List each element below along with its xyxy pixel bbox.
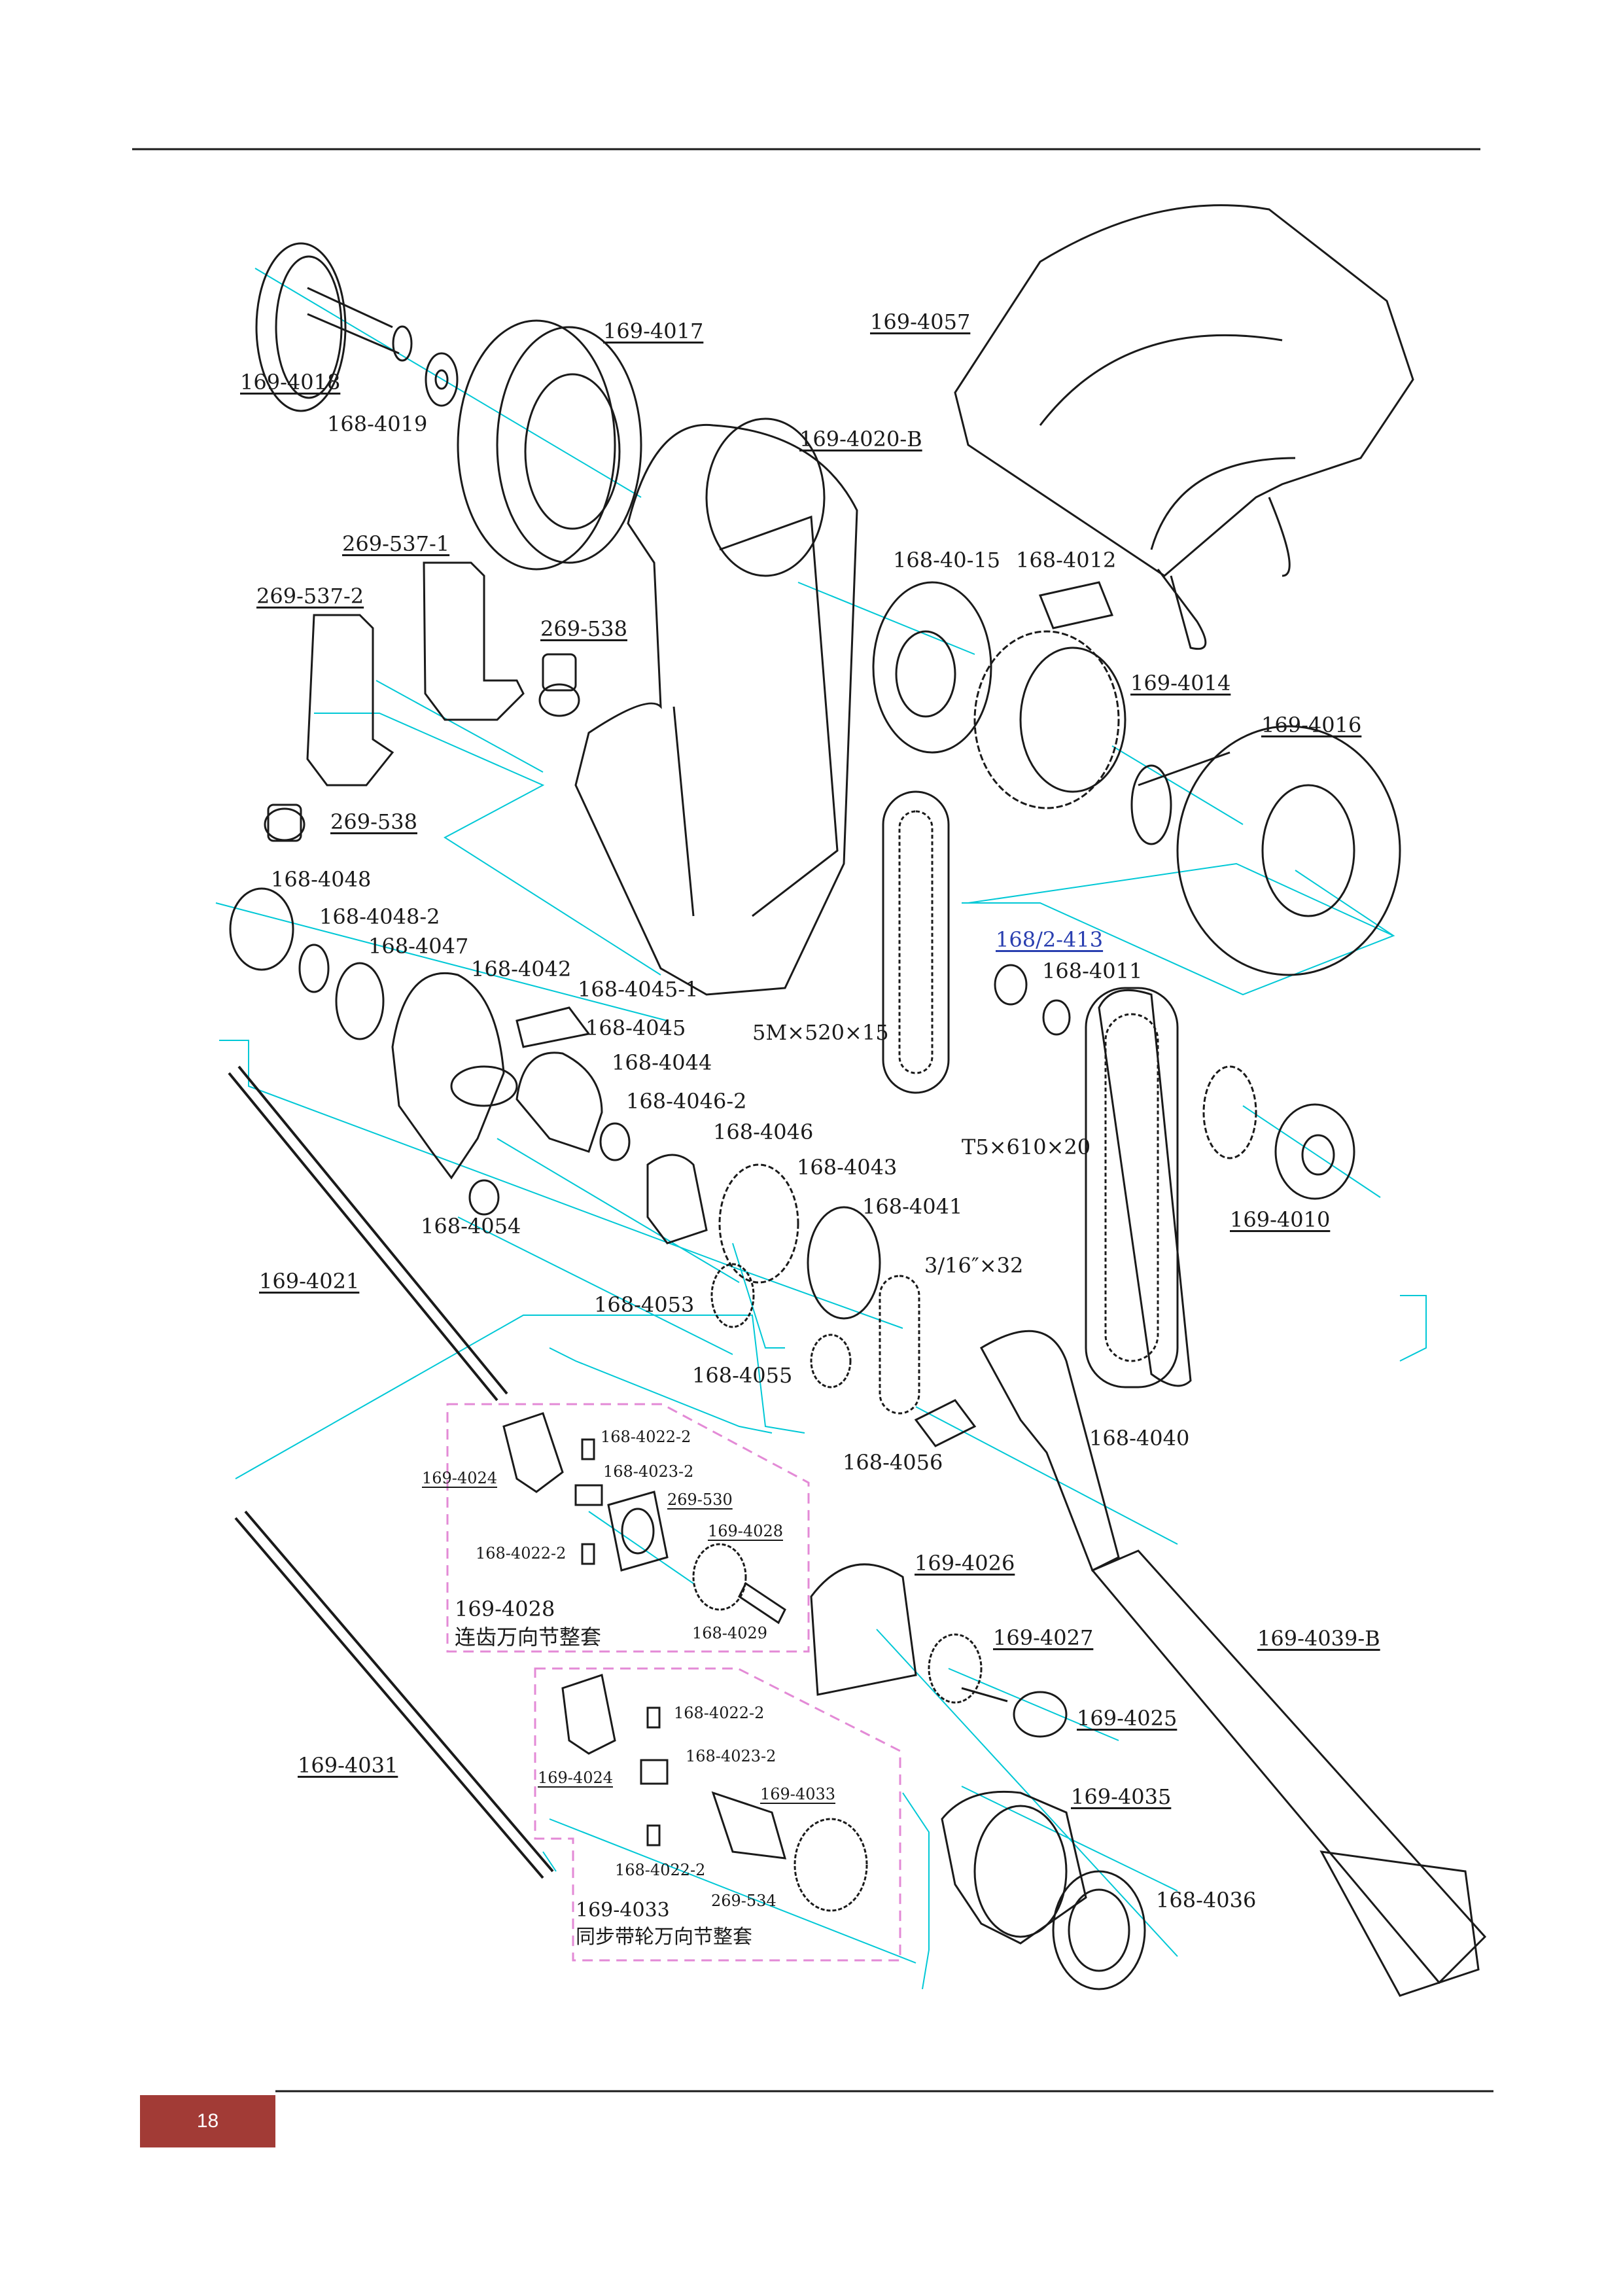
part-label-168-4046-2: 168-4046-2: [626, 1089, 747, 1114]
part-shapes: [228, 204, 1487, 1997]
part-label-168-4036: 168-4036: [1156, 1888, 1257, 1913]
part-label-168-4041: 168-4041: [862, 1194, 963, 1219]
part-label-269-538-b: 269-538: [330, 809, 417, 834]
part-label-168-4022-2-b: 168-4022-2: [476, 1544, 567, 1563]
part-label-168-4011: 168-4011: [1042, 959, 1143, 983]
part-label-269-534: 269-534: [711, 1892, 777, 1910]
assembly-guide-lines: [215, 268, 1427, 1990]
part-label-168-40-15: 168-40-15: [893, 548, 1001, 573]
part-label-168-4045-1: 168-4045-1: [578, 977, 699, 1002]
part-label-168-4012: 168-4012: [1016, 548, 1117, 573]
part-label-269-537-2: 269-537-2: [256, 584, 364, 609]
part-label-169-4020-b: 169-4020-B: [799, 427, 922, 451]
part-label-169-4016: 169-4016: [1261, 713, 1362, 737]
part-label-169-4057: 169-4057: [870, 309, 971, 334]
part-label-168-4046: 168-4046: [713, 1120, 814, 1144]
part-label-169-4017: 169-4017: [603, 319, 704, 344]
part-label-168-4043: 168-4043: [797, 1155, 898, 1180]
part-label-169-4035: 169-4035: [1071, 1784, 1172, 1809]
part-label-269-538-a: 269-538: [540, 616, 627, 641]
part-label-169-4018: 169-4018: [240, 370, 341, 395]
part-label-169-4027: 169-4027: [993, 1625, 1094, 1650]
kit-code: 169-4033: [576, 1899, 670, 1922]
part-label-169-4031: 169-4031: [298, 1753, 398, 1778]
part-label-168-4019: 168-4019: [327, 412, 428, 436]
part-label-168-4053: 168-4053: [594, 1292, 695, 1317]
kit-name: 连齿万向节整套: [455, 1625, 602, 1650]
part-label-168-4048: 168-4048: [271, 867, 372, 892]
part-label-168-4047: 168-4047: [368, 934, 469, 959]
part-label-168-4044: 168-4044: [612, 1050, 712, 1075]
kit-name: 同步带轮万向节整套: [576, 1925, 752, 1949]
part-label-168-4042: 168-4042: [471, 957, 572, 981]
part-label-168-4023-2-a: 168-4023-2: [603, 1462, 694, 1481]
belt-spec-5m-520-15: 5M×520×15: [752, 1020, 889, 1045]
part-label-168-4054: 168-4054: [421, 1214, 521, 1239]
part-label-168-4040: 168-4040: [1089, 1426, 1190, 1451]
part-label-269-530: 269-530: [667, 1491, 733, 1509]
part-label-168-4029: 168-4029: [692, 1624, 767, 1642]
page-number: 18: [196, 2110, 219, 2132]
part-label-168-4055: 168-4055: [692, 1363, 793, 1388]
part-label-168-4045: 168-4045: [585, 1016, 686, 1040]
kit-code: 169-4028: [455, 1597, 555, 1621]
part-label-168-4022-2-d: 168-4022-2: [615, 1861, 706, 1879]
part-label-169-4033: 169-4033: [760, 1785, 835, 1803]
kit-boundaries: [446, 1403, 901, 1962]
part-label-169-4021: 169-4021: [259, 1269, 360, 1294]
part-label-169-4039-b: 169-4039-B: [1257, 1626, 1380, 1651]
chain-spec-3-16-32: 3/16″×32: [924, 1253, 1024, 1278]
part-label-168-4022-2-a: 168-4022-2: [601, 1428, 691, 1446]
part-label-169-4028: 169-4028: [708, 1522, 783, 1540]
part-label-169-4024-b: 169-4024: [538, 1769, 613, 1787]
page-number-box: 18: [140, 2095, 275, 2147]
part-label-269-537-1: 269-537-1: [342, 531, 450, 556]
part-label-169-4024-a: 169-4024: [422, 1469, 497, 1487]
kit-caption-169-4033: 169-4033 同步带轮万向节整套: [576, 1898, 752, 1951]
part-label-168-4056: 168-4056: [843, 1450, 943, 1475]
kit-caption-169-4028: 169-4028 连齿万向节整套: [455, 1595, 601, 1651]
belt-spec-t5-610-20: T5×610×20: [962, 1135, 1091, 1159]
part-label-168-2-413[interactable]: 168/2-413: [996, 927, 1104, 952]
part-label-169-4025: 169-4025: [1077, 1706, 1178, 1731]
part-label-169-4026: 169-4026: [915, 1551, 1015, 1576]
part-label-168-4048-2: 168-4048-2: [319, 904, 440, 929]
part-label-168-4022-2-c: 168-4022-2: [674, 1704, 765, 1722]
part-label-169-4010: 169-4010: [1230, 1207, 1331, 1232]
part-label-168-4023-2-b: 168-4023-2: [686, 1747, 777, 1765]
part-label-169-4014: 169-4014: [1130, 671, 1231, 696]
